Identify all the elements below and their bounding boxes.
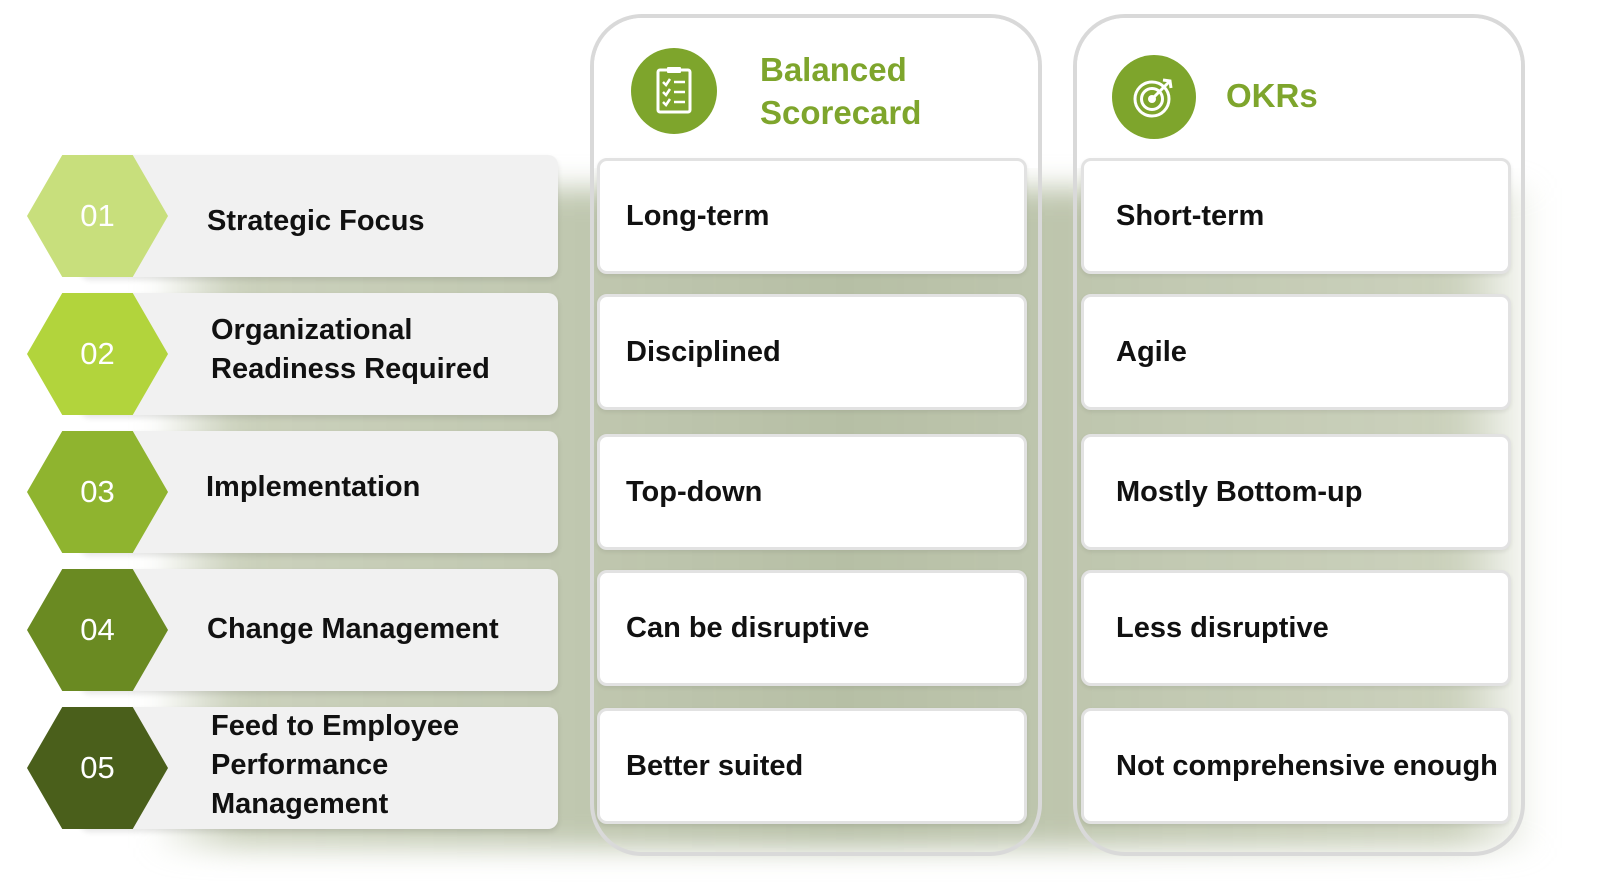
row-number-2: 02 (80, 336, 115, 371)
bsc-cell-3: Top-down (597, 434, 1027, 550)
balanced-scorecard-title: Balanced Scorecard (760, 48, 921, 134)
okr-cell-4: Less disruptive (1081, 570, 1511, 686)
row-label-2-line2: Readiness Required (211, 353, 490, 385)
row-label-1-line1: Strategic Focus (207, 205, 425, 237)
okr-cell-2: Agile (1081, 294, 1511, 410)
row-label-change-management: Change Management (207, 610, 499, 649)
row-label-strategic-focus: Strategic Focus (207, 202, 425, 241)
row-number-3: 03 (80, 474, 115, 509)
target-icon (1112, 55, 1196, 139)
okr-cell-1: Short-term (1081, 158, 1511, 274)
row-label-2-line1: Organizational (211, 314, 413, 346)
row-label-4-line1: Change Management (207, 613, 499, 645)
okr-cell-3: Mostly Bottom-up (1081, 434, 1511, 550)
bsc-cell-2: Disciplined (597, 294, 1027, 410)
row-label-5-line3: Management (211, 788, 389, 820)
row-label-organizational-readiness: Organizational Readiness Required (211, 311, 490, 389)
row-number-1: 01 (80, 198, 115, 233)
balanced-scorecard-title-line2: Scorecard (760, 94, 922, 131)
row-label-implementation: Implementation (206, 468, 420, 507)
row-label-5-line1: Feed to Employee (211, 710, 460, 742)
checklist-icon (631, 48, 717, 134)
bsc-cell-1: Long-term (597, 158, 1027, 274)
balanced-scorecard-title-line1: Balanced (760, 51, 907, 88)
row-label-5-line2: Performance (211, 749, 389, 781)
bsc-cell-5: Better suited (597, 708, 1027, 824)
row-label-feed-to-employee: Feed to Employee Performance Management (211, 707, 459, 824)
bsc-cell-4: Can be disruptive (597, 570, 1027, 686)
okr-cell-5: Not comprehensive enough (1081, 708, 1511, 824)
okrs-title: OKRs (1226, 77, 1318, 114)
row-number-5: 05 (80, 750, 115, 785)
row-number-hex-2: 02 (27, 293, 168, 415)
row-label-3-line1: Implementation (206, 471, 421, 503)
row-number-4: 04 (80, 612, 115, 647)
